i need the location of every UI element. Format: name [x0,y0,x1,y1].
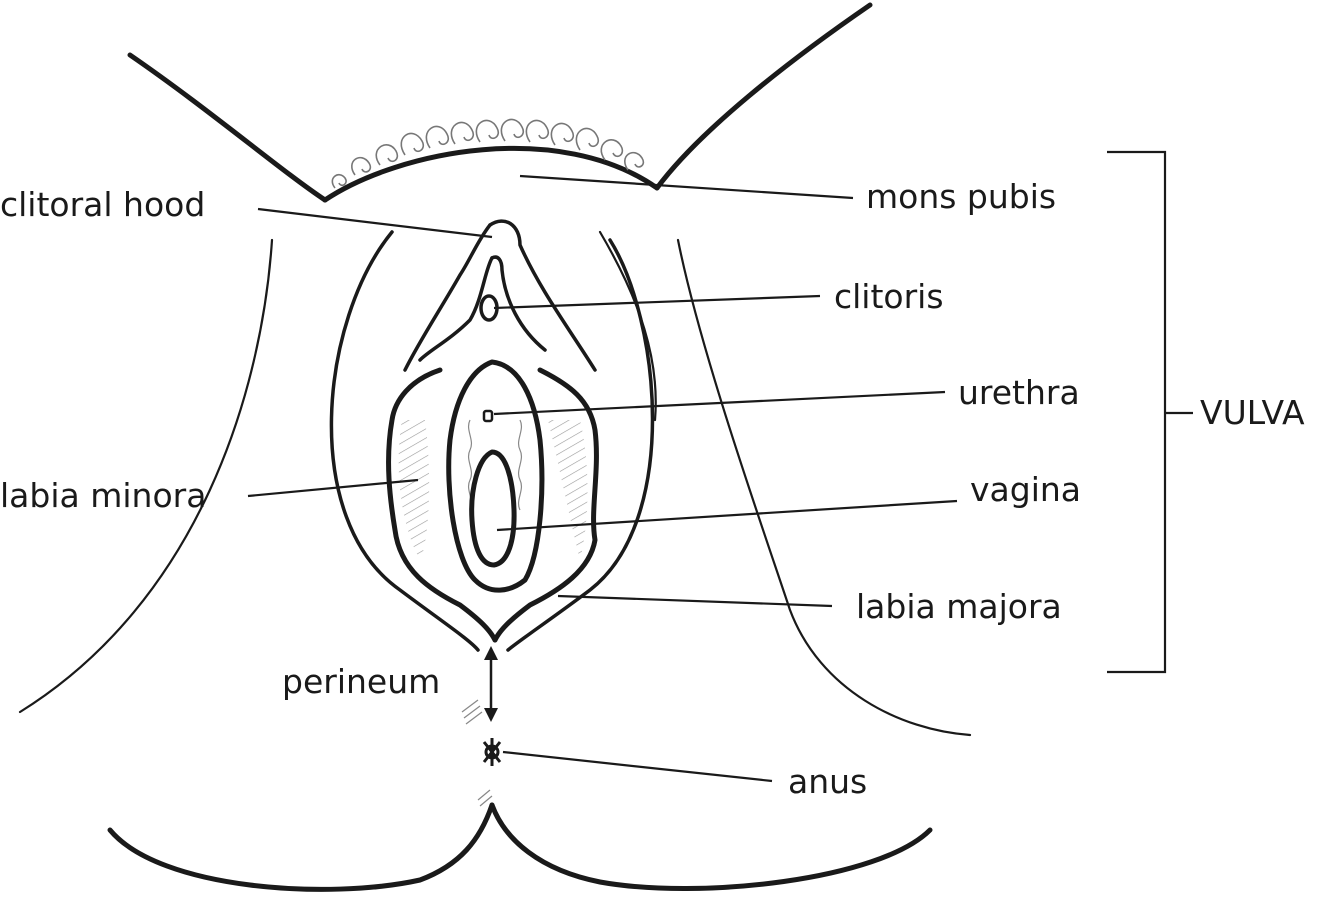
label-urethra: urethra [958,373,1080,412]
labia-minora-outline [386,367,498,643]
leader-vagina [496,499,958,532]
leader-anus [502,750,773,783]
leader-labia-minora [247,478,419,498]
label-anus: anus [788,762,867,801]
perineum-arrow [484,646,498,722]
labels: clitoral hood mons pubis clitoris urethr… [0,177,1305,801]
label-perineum: perineum [282,662,440,701]
label-clitoral-hood: clitoral hood [0,185,205,224]
label-vagina: vagina [970,470,1081,509]
leader-mons-pubis [519,174,854,200]
label-clitoris: clitoris [834,277,944,316]
labia-majora-outline-right [506,238,655,652]
leader-clitoral-hood [257,207,493,239]
leader-labia-majora [557,594,833,608]
mons-pubis-outline [322,145,660,203]
left-groin-line [127,52,328,203]
left-buttock-outline [107,802,495,892]
labia-majora-outline [329,230,480,652]
vaginal-opening [469,449,517,568]
right-buttock-outline [489,802,933,891]
right-thigh-short-line [598,230,657,422]
label-labia-minora: labia minora [0,476,206,515]
anus-mark [482,738,502,766]
leader-clitoris [493,294,821,310]
clitoral-hood-shape [488,219,597,372]
label-mons-pubis: mons pubis [866,177,1056,216]
right-groin-line [654,2,873,191]
label-labia-majora: labia majora [856,587,1062,626]
left-inner-thigh-line [18,238,274,714]
vulva-bracket [1107,150,1193,674]
vestibule-outline [446,359,545,593]
label-vulva: VULVA [1200,393,1305,432]
urethral-opening [482,409,494,423]
leader-lines [247,174,958,783]
perineum-hatching [461,699,493,807]
leader-urethra [493,390,946,416]
body-outline [18,2,972,892]
pubic-hair [331,118,645,189]
inner-structures [386,219,599,807]
right-inner-thigh-line [676,238,972,737]
